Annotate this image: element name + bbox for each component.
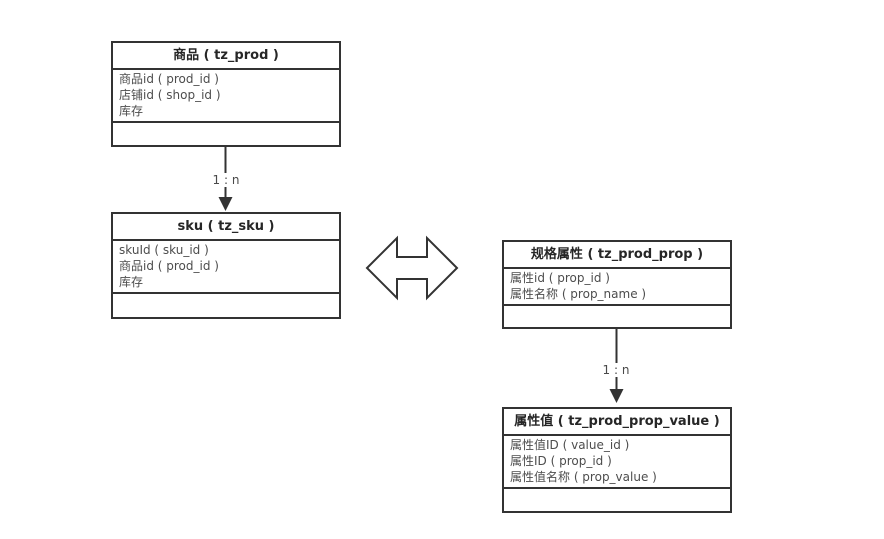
- relation-arrow-prod-to-sku[interactable]: [218, 147, 233, 211]
- table-title: sku ( tz_sku ): [113, 214, 339, 241]
- table-fields-section: 属性值ID ( value_id ) 属性ID ( prop_id ) 属性值名…: [504, 436, 730, 489]
- relation-label-1n: 1 : n: [599, 363, 633, 377]
- table-title: 规格属性 ( tz_prod_prop ): [504, 242, 730, 269]
- left-right-arrow-icon[interactable]: [365, 235, 459, 301]
- table-field: 属性名称 ( prop_name ): [510, 287, 647, 301]
- arrowhead-down-icon: [218, 197, 233, 211]
- table-field: 库存: [119, 275, 144, 289]
- table-field: 商品id ( prod_id ): [119, 72, 219, 86]
- entity-table-prod-prop-value[interactable]: 属性值 ( tz_prod_prop_value ) 属性值ID ( value…: [502, 407, 732, 513]
- relation-arrow-prop-to-prop-value[interactable]: [609, 329, 624, 403]
- table-fields-section: skuId ( sku_id ) 商品id ( prod_id ) 库存: [113, 241, 339, 294]
- entity-table-sku[interactable]: sku ( tz_sku ) skuId ( sku_id ) 商品id ( p…: [111, 212, 341, 319]
- relation-label-1n: 1 : n: [209, 173, 243, 187]
- entity-table-prod-prop[interactable]: 规格属性 ( tz_prod_prop ) 属性id ( prop_id ) 属…: [502, 240, 732, 329]
- table-field: 商品id ( prod_id ): [119, 259, 219, 273]
- table-field: skuId ( sku_id ): [119, 243, 209, 257]
- table-field: 属性值ID ( value_id ): [510, 438, 630, 452]
- arrowhead-down-icon: [609, 389, 624, 403]
- table-fields-section: 属性id ( prop_id ) 属性名称 ( prop_name ): [504, 269, 730, 306]
- table-title: 属性值 ( tz_prod_prop_value ): [504, 409, 730, 436]
- table-title: 商品 ( tz_prod ): [113, 43, 339, 70]
- entity-table-prod[interactable]: 商品 ( tz_prod ) 商品id ( prod_id ) 店铺id ( s…: [111, 41, 341, 147]
- table-field: 属性ID ( prop_id ): [510, 454, 612, 468]
- table-field: 库存: [119, 104, 144, 118]
- table-fields-section: 商品id ( prod_id ) 店铺id ( shop_id ) 库存: [113, 70, 339, 123]
- table-field: 店铺id ( shop_id ): [119, 88, 221, 102]
- table-field: 属性值名称 ( prop_value ): [510, 470, 657, 484]
- table-field: 属性id ( prop_id ): [510, 271, 610, 285]
